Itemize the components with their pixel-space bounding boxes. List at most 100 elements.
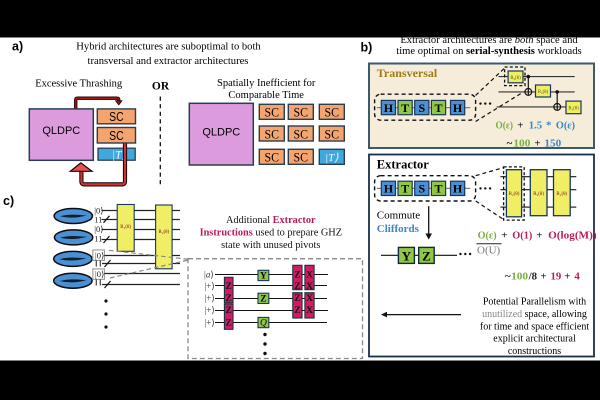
svg-text:Z: Z	[226, 282, 232, 292]
svg-text:R₂(θ): R₂(θ)	[556, 192, 567, 197]
svg-text:+: +	[564, 270, 570, 282]
svg-text:+: +	[501, 230, 507, 242]
svg-text:SC: SC	[294, 105, 309, 120]
svg-text:H: H	[384, 101, 394, 115]
svg-text:T: T	[401, 101, 409, 115]
svg-text:19: 19	[551, 270, 562, 282]
svg-text:O(ε): O(ε)	[496, 120, 514, 132]
svg-text:|a⟩: |a⟩	[204, 269, 214, 279]
svg-text:|0⟩: |0⟩	[95, 250, 104, 260]
svg-text:Z: Z	[294, 282, 300, 292]
svg-text:Z: Z	[260, 294, 266, 304]
svg-text:H: H	[453, 101, 463, 115]
svg-text:R₂(θ): R₂(θ)	[568, 106, 579, 111]
svg-text:SC: SC	[109, 109, 124, 124]
svg-text:100: 100	[513, 137, 530, 149]
svg-text:Extractor architectures are bo: Extractor architectures are both space a…	[400, 35, 578, 46]
svg-text:Z: Z	[226, 294, 232, 304]
svg-text:S: S	[418, 182, 425, 196]
svg-text:X: X	[306, 294, 313, 304]
svg-text:SC: SC	[265, 105, 280, 120]
svg-text:SC: SC	[265, 126, 280, 141]
svg-text:time optimal on serial-synthes: time optimal on serial-synthesis workloa…	[396, 46, 581, 57]
svg-text:+: +	[534, 137, 540, 149]
svg-text:Extractor: Extractor	[377, 158, 430, 172]
svg-text:+: +	[540, 270, 546, 282]
svg-text:H: H	[453, 182, 463, 196]
svg-text:R₂(θ): R₂(θ)	[533, 192, 544, 197]
svg-text:a): a)	[12, 40, 23, 54]
svg-text:Potential Parallelism with: Potential Parallelism with	[483, 297, 586, 308]
svg-text:SC: SC	[294, 150, 309, 165]
svg-text:T: T	[434, 182, 442, 196]
svg-text:Z: Z	[294, 306, 300, 316]
svg-text:Z: Z	[294, 271, 300, 281]
svg-text:SC: SC	[265, 150, 280, 165]
svg-text:Z: Z	[226, 306, 232, 316]
svg-text:X: X	[306, 271, 313, 281]
svg-text:OR: OR	[152, 80, 170, 92]
svg-text:SC: SC	[325, 126, 340, 141]
svg-text:Transversal: Transversal	[377, 66, 438, 80]
svg-text:X: X	[306, 282, 313, 292]
svg-text:+: +	[517, 120, 523, 132]
svg-text:S: S	[418, 101, 425, 115]
svg-text:Z: Z	[226, 319, 232, 329]
svg-text:|T⟩: |T⟩	[325, 152, 339, 164]
svg-text:|0⟩: |0⟩	[94, 206, 103, 216]
svg-text:1.5: 1.5	[529, 120, 543, 132]
svg-text:unutilized space, allowing: unutilized space, allowing	[482, 309, 587, 320]
svg-text:O(ε): O(ε)	[478, 230, 497, 242]
svg-text:11: 11	[94, 215, 102, 225]
svg-text:+: +	[536, 230, 542, 242]
svg-text:Excessive Thrashing: Excessive Thrashing	[35, 79, 123, 90]
svg-text:state with unused pivots: state with unused pivots	[221, 240, 320, 251]
svg-text:|0⟩: |0⟩	[94, 224, 103, 234]
svg-text:O(ε): O(ε)	[556, 120, 575, 132]
svg-text:T: T	[401, 182, 409, 196]
svg-text:Z: Z	[422, 248, 431, 263]
svg-text:Y: Y	[260, 271, 267, 281]
svg-text:150: 150	[544, 137, 561, 149]
svg-text:|+⟩: |+⟩	[205, 281, 215, 291]
svg-text:Commute: Commute	[377, 210, 421, 222]
svg-text:4: 4	[574, 270, 580, 282]
svg-text:Additional Extractor: Additional Extractor	[226, 215, 316, 226]
svg-text:b): b)	[361, 41, 373, 55]
svg-text:c): c)	[3, 194, 14, 208]
svg-text:for time and space efficient: for time and space efficient	[480, 321, 589, 332]
svg-text:transversal and extractor arch: transversal and extractor architectures	[88, 56, 249, 67]
svg-text:R₂(θ): R₂(θ)	[509, 192, 520, 197]
svg-text:T: T	[434, 101, 442, 115]
svg-text:~: ~	[507, 137, 513, 149]
svg-text:/8: /8	[528, 270, 538, 282]
svg-text:|+⟩: |+⟩	[205, 305, 215, 315]
svg-text:~: ~	[505, 270, 511, 282]
svg-text:O(log(M)): O(log(M))	[548, 230, 597, 242]
svg-text:constructions: constructions	[508, 346, 561, 357]
svg-text:R₂(θ): R₂(θ)	[510, 76, 521, 81]
svg-text:|T⟩: |T⟩	[112, 149, 127, 161]
svg-text:QLDPC: QLDPC	[42, 125, 80, 137]
svg-text:SC: SC	[294, 126, 309, 141]
svg-text:Q: Q	[260, 319, 267, 329]
svg-text:explicit architectural: explicit architectural	[493, 334, 576, 345]
svg-text:O(U): O(U)	[477, 245, 501, 257]
svg-text:Instructions used to prepare G: Instructions used to prepare GHZ	[200, 228, 342, 239]
svg-text:|+⟩: |+⟩	[205, 318, 215, 328]
svg-text:Hybrid architectures are subop: Hybrid architectures are suboptimal to b…	[76, 42, 261, 53]
svg-text:X: X	[306, 306, 313, 316]
svg-text:*: *	[546, 120, 551, 132]
svg-text:SC: SC	[325, 105, 340, 120]
svg-text:R₂(θ): R₂(θ)	[158, 230, 169, 235]
svg-text:Cliffords: Cliffords	[377, 223, 420, 235]
svg-text:H: H	[384, 182, 394, 196]
svg-text:R₂(θ): R₂(θ)	[120, 225, 131, 230]
svg-text:O(1): O(1)	[512, 230, 532, 242]
svg-text:100: 100	[511, 270, 528, 282]
svg-text:|+⟩: |+⟩	[205, 293, 215, 303]
svg-text:R₂(θ): R₂(θ)	[538, 90, 549, 95]
svg-text:SC: SC	[109, 128, 124, 143]
svg-text:QLDPC: QLDPC	[202, 126, 240, 138]
svg-text:11: 11	[94, 234, 102, 244]
